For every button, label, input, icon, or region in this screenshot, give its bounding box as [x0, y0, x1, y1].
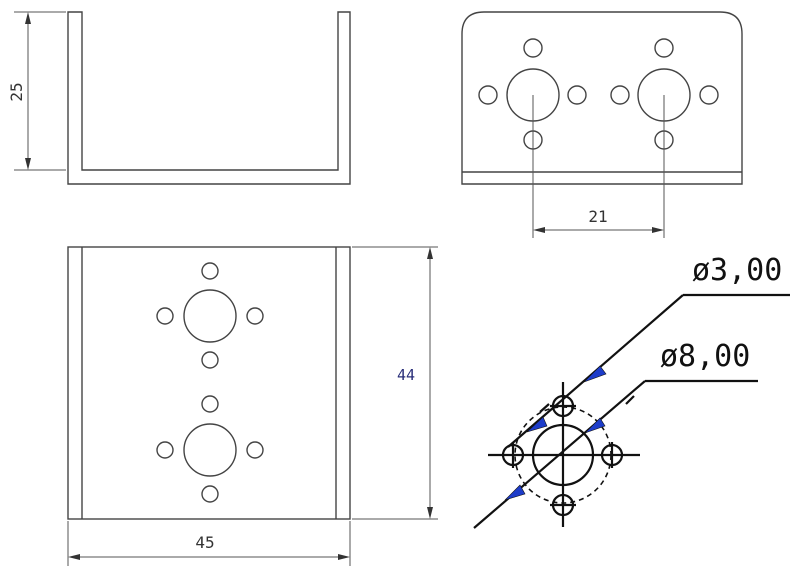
hole-small: [201, 262, 219, 280]
hole-small: [246, 307, 264, 325]
hole-small: [246, 441, 264, 459]
hole-small: [523, 38, 543, 58]
hole-small: [156, 307, 174, 325]
dim-length-top: 44: [397, 366, 415, 384]
hole-small: [699, 85, 719, 105]
dim-diameter-small: ø3,00: [692, 253, 782, 288]
hole-small: [201, 485, 219, 503]
hole-large: [183, 423, 237, 477]
hole-large: [531, 423, 595, 487]
hole-small: [567, 85, 587, 105]
hole-small: [201, 351, 219, 369]
hole-small: [201, 395, 219, 413]
dim-height-side: 25: [7, 82, 26, 101]
dim-hole-spacing: 21: [588, 207, 607, 226]
top-view: 44 45: [67, 246, 438, 566]
front-view: 21: [461, 11, 743, 238]
side-view: 25: [7, 11, 351, 185]
hole-small: [156, 441, 174, 459]
dim-diameter-large: ø8,00: [660, 339, 750, 374]
hole-small: [478, 85, 498, 105]
hole-small: [610, 85, 630, 105]
dim-width-bottom: 45: [195, 533, 214, 552]
hole-large: [183, 289, 237, 343]
detail-view: ø3,00 ø8,00: [473, 253, 790, 529]
hole-small: [654, 38, 674, 58]
